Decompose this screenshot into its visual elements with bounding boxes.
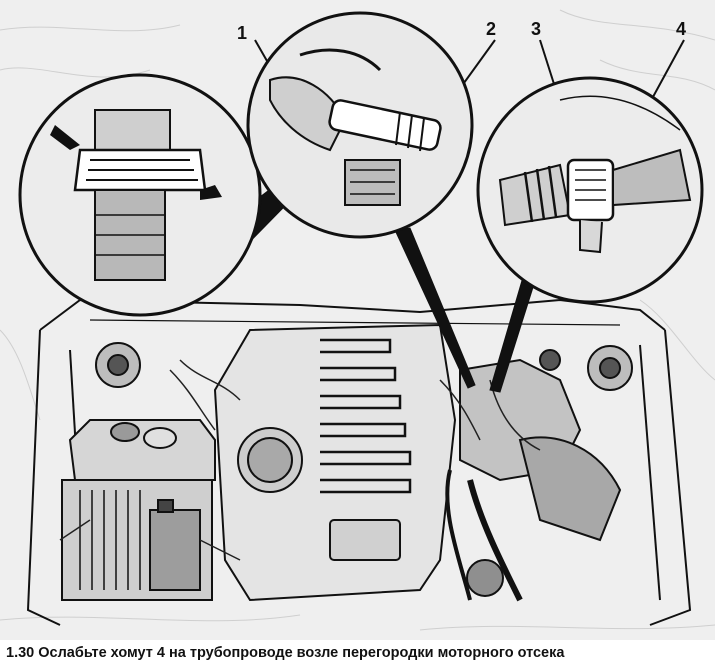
engine-bay-frame	[26, 298, 692, 626]
wiring	[59, 359, 541, 561]
background-texture	[0, 9, 715, 631]
battery-box	[61, 479, 213, 601]
engine-bay-illustration: 1 2 3 4	[0, 0, 715, 640]
arrow-left	[50, 125, 80, 150]
detail-circle-hose-clamp	[476, 76, 704, 304]
engine-cover	[213, 323, 457, 602]
detail-circle-hose-connections	[246, 11, 474, 239]
intake-components	[445, 349, 622, 602]
left-strut-tower	[95, 342, 141, 388]
arrow-right	[200, 185, 222, 200]
callout-number-4: 4	[676, 19, 687, 39]
expansion-tank	[68, 419, 216, 481]
figure-caption: 1.30 Ослабьте хомут 4 на трубопроводе во…	[6, 645, 565, 661]
callout-number-2: 2	[486, 19, 497, 39]
right-strut-tower	[587, 345, 633, 391]
callout-number-3: 3	[531, 19, 542, 39]
callout-number-1: 1	[237, 23, 248, 43]
detail-circle-clamp-arrows	[18, 73, 262, 317]
